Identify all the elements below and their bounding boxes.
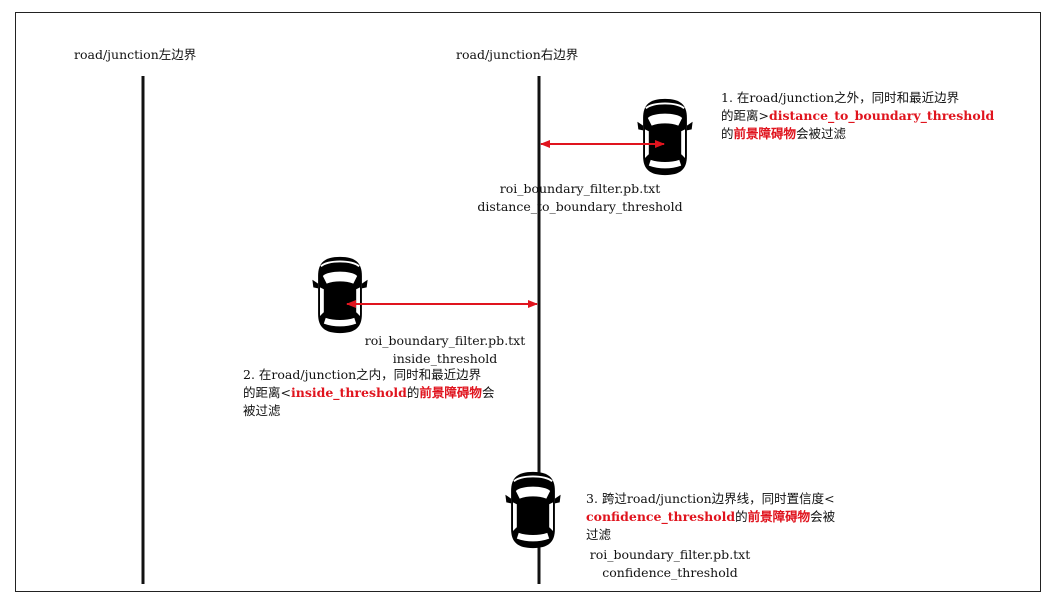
config-outside: roi_boundary_filter.pb.txt distance_to_b… — [470, 180, 690, 216]
config-outside-file: roi_boundary_filter.pb.txt — [499, 181, 661, 196]
config-crossing: roi_boundary_filter.pb.txt confidence_th… — [580, 546, 760, 582]
left-boundary-label: road/junction左边界 — [74, 47, 197, 62]
config-inside-file: roi_boundary_filter.pb.txt — [364, 333, 526, 348]
note-crossing-line3: 过滤 — [586, 527, 612, 542]
note-inside-de: 的 — [406, 385, 420, 400]
note-outside-param: distance_to_boundary_threshold — [768, 108, 995, 123]
note-outside-prefix: 的距离> — [721, 108, 769, 123]
car-icon — [504, 470, 562, 550]
config-crossing-param: confidence_threshold — [602, 565, 738, 580]
note-outside-line1: 1. 在road/junction之外，同时和最近边界 — [721, 90, 960, 105]
note-crossing-suffix: 会被 — [810, 509, 836, 524]
note-inside-suffix: 会 — [481, 385, 495, 400]
config-crossing-file: roi_boundary_filter.pb.txt — [589, 547, 751, 562]
config-outside-param: distance_to_boundary_threshold — [477, 199, 683, 214]
note-crossing: 3. 跨过road/junction边界线，同时置信度< confidence_… — [586, 490, 835, 544]
note-inside-prefix: 的距离< — [243, 385, 291, 400]
config-inside: roi_boundary_filter.pb.txt inside_thresh… — [350, 332, 540, 368]
note-crossing-line1: 3. 跨过road/junction边界线，同时置信度< — [586, 491, 835, 506]
config-inside-param: inside_threshold — [392, 351, 498, 366]
note-crossing-param: confidence_threshold — [586, 509, 736, 524]
car-icon — [636, 97, 694, 177]
note-inside-param: inside_threshold — [290, 385, 407, 400]
note-inside: 2. 在road/junction之内，同时和最近边界 的距离<inside_t… — [243, 366, 494, 420]
note-outside-suffix: 会被过滤 — [796, 126, 847, 141]
note-inside-line3: 被过滤 — [243, 403, 281, 418]
right-boundary-label: road/junction右边界 — [456, 47, 579, 62]
note-outside-emphasis: 前景障碍物 — [733, 126, 797, 141]
note-inside-line1: 2. 在road/junction之内，同时和最近边界 — [243, 367, 482, 382]
note-inside-emphasis: 前景障碍物 — [419, 385, 482, 400]
note-crossing-de: 的 — [735, 509, 748, 524]
note-outside: 1. 在road/junction之外，同时和最近边界 的距离>distance… — [721, 89, 994, 143]
note-crossing-emphasis: 前景障碍物 — [747, 509, 811, 524]
car-icon — [311, 255, 369, 335]
note-outside-de: 的 — [721, 126, 734, 141]
